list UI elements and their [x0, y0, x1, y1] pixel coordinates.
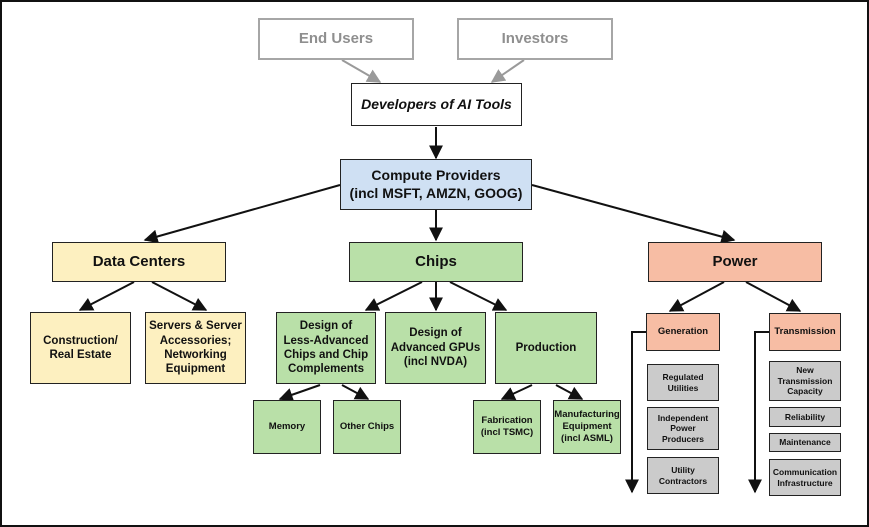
new-transmission-capacity-node: New Transmission Capacity	[769, 361, 841, 401]
arrow-chips-production	[449, 281, 508, 311]
compute-providers-line: (incl MSFT, AMZN, GOOG)	[349, 184, 523, 201]
construction-node: Construction/ Real Estate	[30, 312, 131, 384]
reliability-label: Reliability	[784, 411, 826, 422]
transmission-node: Transmission	[769, 313, 841, 351]
advanced-gpus-line: (incl NVDA)	[403, 356, 468, 369]
investors-label: Investors	[501, 29, 569, 47]
ipp-line: Independent	[657, 412, 709, 423]
regulated-utilities-line: Utilities	[667, 382, 699, 393]
power-node: Power	[648, 242, 822, 282]
developers-node: Developers of AI Tools	[351, 83, 522, 126]
arrow-generation-bracket	[625, 331, 646, 494]
arrow-production-manufacturing	[555, 384, 584, 400]
memory-label: Memory	[268, 421, 306, 433]
less-advanced-line: Less-Advanced	[283, 334, 369, 347]
independent-power-producers-node: Independent Power Producers	[647, 407, 719, 450]
less-advanced-line: Complements	[287, 363, 365, 376]
utility-contractors-node: Utility Contractors	[647, 457, 719, 494]
transmission-label: Transmission	[774, 326, 836, 338]
investors-node: Investors	[457, 18, 613, 60]
utility-contractors-line: Utility	[671, 464, 695, 475]
other-chips-node: Other Chips	[333, 400, 401, 454]
compute-providers-node: Compute Providers (incl MSFT, AMZN, GOOG…	[340, 159, 532, 210]
developers-label: Developers of AI Tools	[361, 95, 512, 112]
arrow-lessadvanced-memory	[278, 384, 321, 402]
advanced-gpus-node: Design of Advanced GPUs (incl NVDA)	[385, 312, 486, 384]
regulated-utilities-line: Regulated	[662, 371, 704, 382]
arrow-power-transmission	[745, 281, 802, 312]
ipp-line: Producers	[661, 433, 705, 444]
less-advanced-chips-node: Design of Less-Advanced Chips and Chip C…	[276, 312, 376, 384]
fabrication-line: (incl TSMC)	[480, 427, 534, 438]
maintenance-label: Maintenance	[779, 437, 831, 448]
arrow-chips-lessadvanced	[364, 281, 423, 311]
new-transmission-line: Transmission	[777, 375, 833, 386]
arrow-transmission-bracket	[748, 331, 769, 494]
servers-line: Networking	[164, 349, 227, 361]
production-label: Production	[515, 341, 577, 354]
construction-line: Construction/	[43, 334, 118, 347]
power-label: Power	[712, 252, 758, 270]
utility-contractors-line: Contractors	[658, 475, 708, 486]
regulated-utilities-node: Regulated Utilities	[647, 364, 719, 401]
servers-line: Equipment	[165, 363, 226, 376]
ipp-line: Power	[670, 423, 696, 434]
generation-label: Generation	[657, 326, 709, 338]
generation-node: Generation	[646, 313, 720, 351]
communication-infrastructure-node: Communication Infrastructure	[769, 459, 841, 496]
fabrication-line: Fabrication	[481, 415, 533, 427]
servers-line: Servers & Server	[149, 320, 242, 333]
arrow-endusers-developers	[341, 59, 382, 83]
construction-line: Real Estate	[49, 349, 112, 361]
less-advanced-line: Chips and Chip	[283, 349, 369, 361]
advanced-gpus-line: Advanced GPUs	[390, 341, 481, 354]
manufacturing-equipment-node: Manufacturing Equipment (incl ASML)	[553, 400, 621, 454]
fabrication-node: Fabrication (incl TSMC)	[473, 400, 541, 454]
arrow-investors-developers	[490, 59, 525, 83]
data-centers-node: Data Centers	[52, 242, 226, 282]
other-chips-label: Other Chips	[339, 421, 395, 433]
servers-node: Servers & Server Accessories; Networking…	[145, 312, 246, 384]
advanced-gpus-line: Design of	[409, 327, 462, 340]
compute-providers-line: Compute Providers	[371, 167, 501, 183]
reliability-node: Reliability	[769, 407, 841, 427]
arrow-power-generation	[668, 281, 725, 312]
manufacturing-line: (incl ASML)	[561, 432, 613, 444]
end-users-label: End Users	[298, 29, 374, 47]
arrow-compute-datacenters	[143, 184, 341, 244]
memory-node: Memory	[253, 400, 321, 454]
communication-line: Communication	[772, 466, 838, 477]
new-transmission-line: Capacity	[787, 386, 823, 397]
chips-node: Chips	[349, 242, 523, 282]
end-users-node: End Users	[258, 18, 414, 60]
production-node: Production	[495, 312, 597, 384]
manufacturing-line: Manufacturing	[554, 409, 620, 421]
maintenance-node: Maintenance	[769, 433, 841, 452]
arrow-lessadvanced-otherchips	[341, 384, 370, 400]
arrow-production-fabrication	[500, 384, 533, 401]
less-advanced-line: Design of	[299, 320, 353, 333]
new-transmission-line: New	[796, 365, 814, 376]
arrow-datacenters-construction	[78, 281, 135, 311]
servers-line: Accessories;	[159, 334, 232, 347]
chips-label: Chips	[415, 252, 457, 270]
arrow-compute-power	[531, 184, 736, 244]
communication-line: Infrastructure	[777, 477, 833, 488]
manufacturing-line: Equipment	[562, 421, 612, 433]
data-centers-label: Data Centers	[92, 252, 186, 270]
arrow-datacenters-servers	[151, 281, 208, 311]
